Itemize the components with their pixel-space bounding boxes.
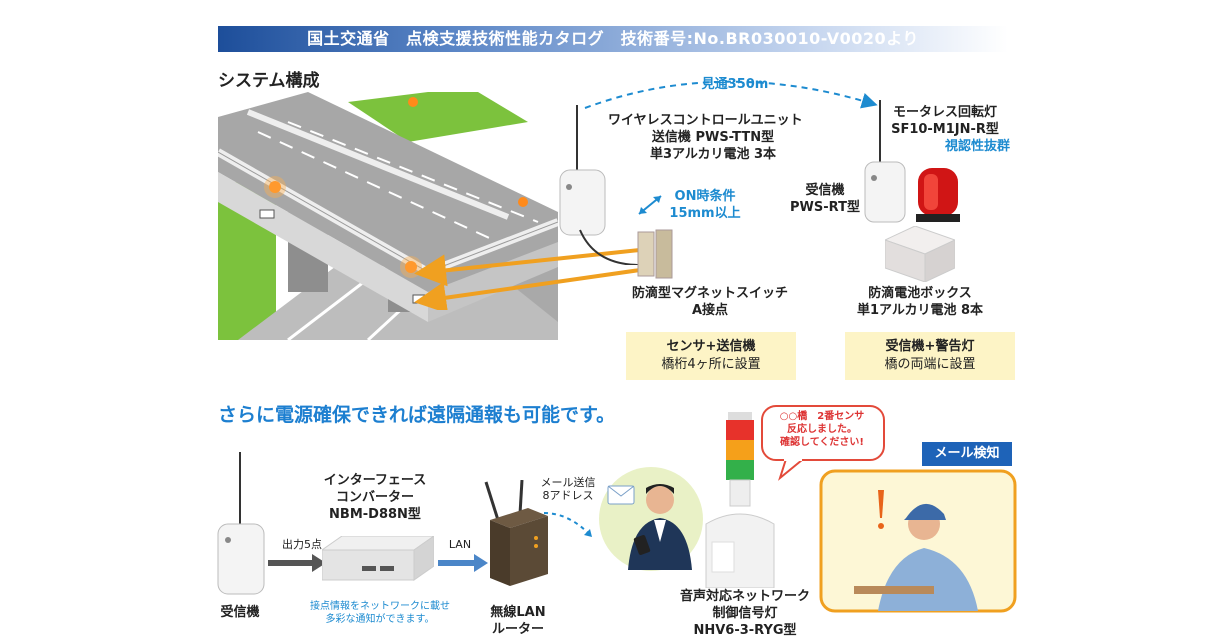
converter-note: 接点情報をネットワークに載せ 多彩な通知ができます。: [310, 601, 450, 625]
lan-arrow: [438, 554, 488, 572]
mail-recipient-illustration: [599, 467, 703, 571]
speech-bubble: [761, 405, 885, 481]
output-label: 出力5点: [282, 538, 322, 551]
remote-receiver-label: 受信機: [220, 605, 260, 620]
battery-box-device: [885, 226, 955, 282]
rotary-lamp-label: モータレス回転灯 SF10-M1JN-R型 視認性抜群: [891, 105, 1010, 154]
transmitter-device: [559, 105, 641, 265]
note-sensor-transmitter: センサ+送信機 橋桁4ヶ所に設置: [626, 332, 796, 380]
transmitter-label: ワイヤレスコントロールユニット 送信機 PWS-TTN型 単3アルカリ電池 3本: [608, 113, 803, 162]
on-condition-label: ON時条件 15mm以上: [669, 189, 741, 221]
range-label: 見通350m: [701, 77, 769, 92]
battery-box-label: 防滴電池ボックス 単1アルカリ電池 8本: [856, 286, 984, 318]
worker-illustration: [819, 469, 1017, 613]
section-title: システム構成: [218, 71, 320, 91]
converter-label: インターフェース コンバーター NBM-D88N型: [323, 473, 427, 522]
converter-device: [322, 536, 434, 581]
remote-lead: さらに電源確保できれば遠隔通報も可能です。: [218, 404, 616, 426]
signal-tower-label: 音声対応ネットワーク 制御信号灯 NHV6-3-RYG型: [679, 589, 810, 638]
magnet-switch-label: 防滴型マグネットスイッチ A接点: [631, 286, 788, 318]
speech-text: ○○橋 2番センサ 反応しました。 確認してください!: [779, 411, 865, 448]
signal-tower-device: [705, 412, 775, 588]
range-arc: [584, 80, 878, 109]
receiver-and-lamp: [864, 100, 960, 223]
sensor-arrows: [414, 248, 641, 310]
router-device: [484, 480, 548, 586]
header-banner: 国土交通省 点検支援技術性能カタログ 技術番号:No.BR030010-V002…: [218, 26, 1008, 52]
receiver-label: 受信機 PWS-RT型: [790, 183, 860, 215]
double-arrow-icon: [638, 195, 662, 215]
mail-arrow: [543, 512, 593, 538]
lan-label: LAN: [448, 538, 472, 551]
output-arrow: [268, 554, 326, 572]
magnet-switch-device: [637, 229, 673, 279]
mail-label: メール送信 8アドレス: [540, 476, 596, 502]
remote-receiver-device: [217, 452, 265, 595]
mail-detect-tag: メール検知: [922, 442, 1012, 466]
router-label: 無線LAN ルーター: [490, 605, 546, 637]
note-receiver-lamp: 受信機+警告灯 橋の両端に設置: [845, 332, 1015, 380]
